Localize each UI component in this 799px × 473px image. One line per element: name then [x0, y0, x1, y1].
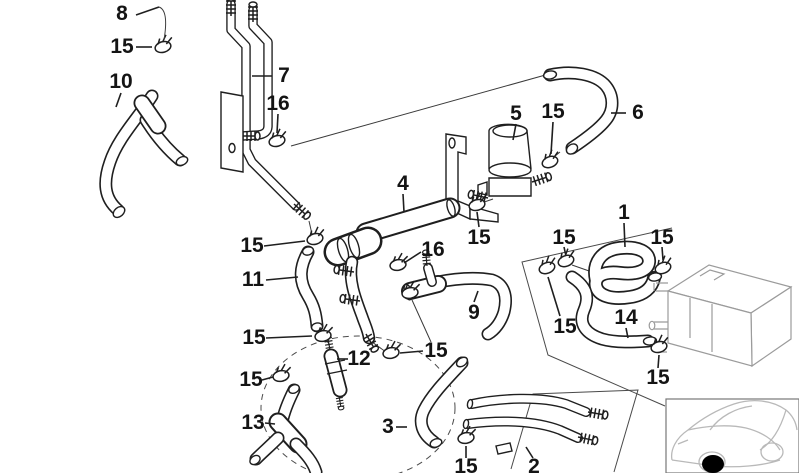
callout-15: 15 [454, 455, 478, 473]
car-silhouette [670, 399, 798, 473]
callout-13: 13 [241, 411, 264, 434]
hose-3 [414, 356, 469, 449]
tube-end [446, 199, 456, 217]
callout-15: 15 [646, 366, 670, 389]
callout-1: 1 [618, 201, 630, 224]
callout-15: 15 [541, 100, 565, 123]
union-flange [347, 233, 361, 259]
zone-line-part2 [510, 389, 639, 473]
hose-open-end [455, 356, 469, 368]
callout-4: 4 [397, 172, 409, 195]
assembly-zone-outlines [260, 227, 673, 473]
hose-open-end [249, 454, 261, 466]
callout-15: 15 [239, 368, 263, 391]
pipe-pair-2 [462, 393, 610, 455]
callout-9: 9 [468, 301, 480, 324]
location-marker-dot [702, 455, 724, 473]
heater-port [653, 282, 668, 292]
pipe-nipple [586, 406, 610, 422]
bracket-hole [228, 142, 236, 154]
hose-open-end [288, 383, 300, 395]
hose-open-end [542, 70, 558, 80]
callout-15: 15 [650, 226, 674, 249]
pipe-manifold-4 [323, 197, 461, 355]
heater-port [654, 321, 668, 330]
hose-11 [294, 245, 324, 333]
callout-3: 3 [382, 415, 394, 438]
clamp-icon [534, 253, 560, 277]
clamp-icon [151, 32, 176, 55]
callout-6: 6 [632, 101, 644, 124]
hose-open-end [642, 336, 658, 346]
valve-12 [322, 332, 348, 411]
callout-16: 16 [421, 238, 444, 261]
valve-flanges [324, 359, 348, 375]
valve-body [488, 177, 532, 197]
hose-open-end [112, 205, 126, 219]
pipe-end [466, 398, 474, 410]
mounting-bracket [220, 91, 244, 173]
callout-12: 12 [347, 347, 370, 370]
callout-5: 5 [510, 102, 522, 125]
callout-15: 15 [242, 326, 266, 349]
hose-open-end [429, 438, 443, 448]
vehicle-location-inset [665, 398, 799, 473]
hose-10 [99, 89, 189, 219]
valve-barb [529, 170, 554, 188]
hose-open-end [175, 155, 189, 167]
callout-8: 8 [116, 2, 128, 25]
callout-15: 15 [553, 315, 577, 338]
pipe-bracket [495, 442, 513, 455]
callout-7: 7 [278, 64, 290, 87]
hose-open-end [301, 246, 315, 256]
hose-14 [565, 270, 658, 349]
zone-line-upper [521, 227, 673, 407]
hose-open-end [647, 272, 663, 282]
callout-15: 15 [424, 339, 448, 362]
callout-15: 15 [552, 226, 576, 249]
pipe-end [462, 418, 470, 430]
callout-15: 15 [240, 234, 264, 257]
callout-2: 2 [528, 455, 540, 473]
callout-14: 14 [614, 306, 638, 329]
callout-10: 10 [109, 70, 132, 93]
callout-15: 15 [467, 226, 491, 249]
hose-1-coiled [588, 240, 663, 305]
leader-lines [115, 6, 664, 459]
bracket-slot [448, 137, 456, 149]
valve-bottom-tip [335, 394, 346, 411]
clamp-icon [303, 224, 328, 247]
clamp-icon [270, 362, 294, 384]
hose-6 [542, 66, 619, 155]
callout-11: 11 [242, 268, 265, 291]
callout-15: 15 [110, 35, 134, 58]
callout-16: 16 [266, 92, 289, 115]
hose-13 [249, 383, 323, 473]
water-valve-5 [445, 123, 554, 223]
pipe-assembly-7 [220, 0, 313, 222]
callout-labels: 8 15 10 7 16 5 15 6 4 15 15 1 15 15 16 1… [109, 2, 674, 473]
hose-open-end [565, 143, 579, 155]
repair-kit-dashed-outline [260, 335, 456, 473]
heater-unit-box [648, 264, 793, 368]
